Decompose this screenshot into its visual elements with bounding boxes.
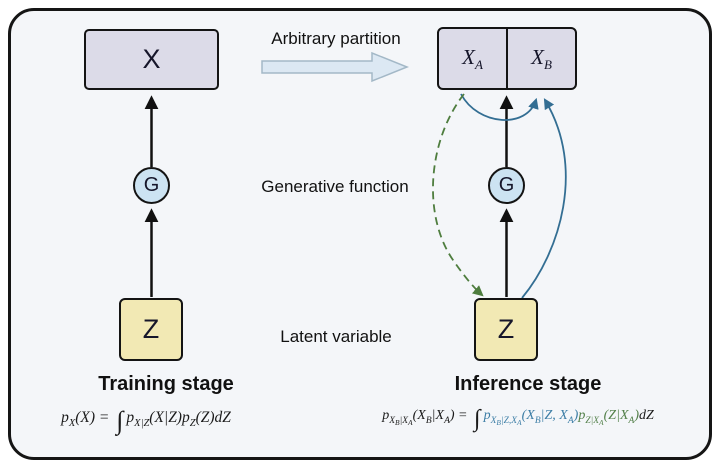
node-xa-base: X — [462, 44, 475, 69]
node-g-inference: G — [488, 167, 525, 204]
node-g-training-label: G — [143, 174, 160, 196]
node-z-inference-label: Z — [497, 314, 515, 344]
node-x-partition-b: XB — [506, 27, 577, 90]
node-z-training-label: Z — [142, 314, 160, 344]
generative-function-label: Generative function — [261, 177, 409, 196]
training-formula: pX(X) = ∫pX|Z(X|Z)pZ(Z)dZ — [61, 406, 231, 435]
node-z-inference: Z — [474, 298, 538, 361]
node-g-inference-label: G — [498, 174, 515, 196]
node-x: X — [84, 29, 219, 90]
node-xb-subscript: B — [543, 56, 552, 72]
node-x-label: X — [142, 44, 161, 74]
node-xb-base: X — [531, 44, 544, 69]
inference-formula: pXB|XA(XB|XA) = ∫pXB|Z,XA(XB|Z, XA)pZ|XA… — [382, 406, 654, 432]
node-g-training: G — [133, 167, 170, 204]
node-xa-label: XA — [462, 45, 483, 73]
node-xb-label: XB — [531, 45, 552, 73]
inference-stage-title: Inference stage — [454, 373, 602, 395]
node-z-training: Z — [119, 298, 183, 361]
training-stage-title: Training stage — [98, 373, 234, 395]
node-xa-subscript: A — [474, 56, 483, 72]
node-x-partition-a: XA — [437, 27, 508, 90]
partition-label: Arbitrary partition — [271, 29, 401, 48]
latent-variable-label: Latent variable — [280, 327, 392, 346]
